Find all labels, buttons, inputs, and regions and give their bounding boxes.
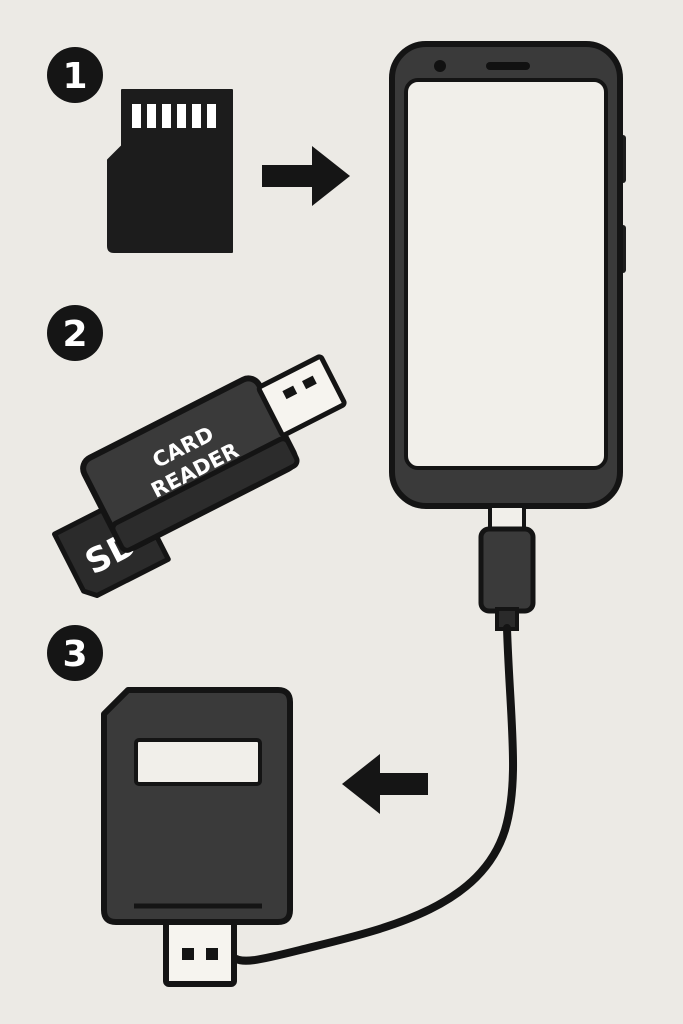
step-1-number: 1 — [62, 56, 87, 97]
sd-card-label-area — [134, 738, 262, 786]
front-camera — [434, 60, 446, 72]
phone-screen — [404, 78, 608, 470]
usb-c-plug-icon — [478, 504, 536, 631]
smartphone-icon — [389, 41, 626, 509]
step-1-badge: 1 — [47, 47, 103, 103]
step-3-number: 3 — [62, 634, 87, 675]
sd-card-icon — [101, 687, 293, 925]
speaker-grille — [486, 62, 530, 70]
usb-a-plug-icon — [163, 919, 237, 987]
arrow-left-icon — [342, 754, 428, 814]
usb-card-reader-icon: SD CARD READER — [52, 354, 347, 599]
micro-sd-card-icon — [107, 89, 233, 253]
step-2-number: 2 — [62, 314, 87, 355]
step-2-badge: 2 — [47, 305, 103, 361]
arrow-right-icon — [262, 146, 350, 206]
step-3-badge: 3 — [47, 625, 103, 681]
usb-c-cable-icon — [228, 624, 518, 965]
